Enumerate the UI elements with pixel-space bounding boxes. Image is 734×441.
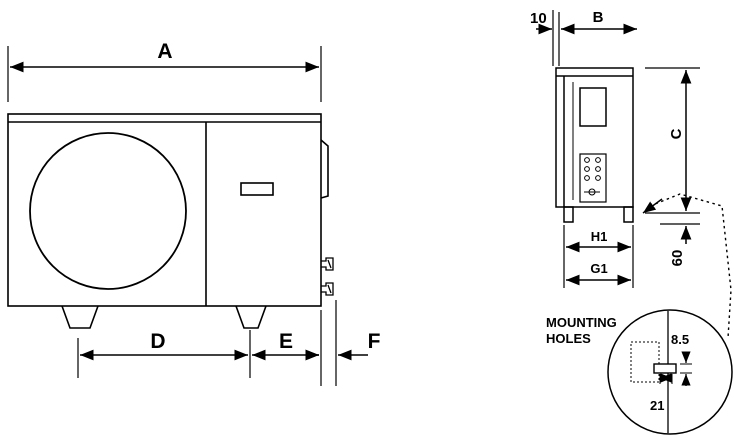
unit-casing bbox=[7, 113, 322, 307]
side-panel-window bbox=[579, 87, 607, 127]
side-plate bbox=[320, 139, 329, 199]
side-foot-right bbox=[623, 206, 634, 223]
access-handle bbox=[240, 182, 274, 196]
detail-circle bbox=[607, 309, 733, 435]
service-valves bbox=[321, 257, 334, 296]
valve-block bbox=[579, 153, 607, 203]
dim-60-label: 60 bbox=[669, 250, 686, 267]
dim-21-label: 21 bbox=[650, 398, 664, 413]
dim-8-5-label: 8.5 bbox=[671, 332, 689, 347]
dim-d-label: D bbox=[150, 330, 165, 353]
detail-leader bbox=[649, 193, 732, 339]
mounting-slot bbox=[653, 363, 677, 374]
dim-a-label: A bbox=[157, 40, 172, 63]
dim-h1-label: H1 bbox=[591, 229, 608, 244]
dim-f-label: F bbox=[368, 330, 381, 353]
dim-e-label: E bbox=[279, 330, 293, 353]
side-view bbox=[552, 10, 700, 288]
left-foot bbox=[61, 305, 99, 329]
dim-g1-label: G1 bbox=[590, 261, 607, 276]
detail-foot-outline bbox=[630, 341, 660, 383]
dim-b-label: B bbox=[593, 9, 604, 26]
fan-grille bbox=[29, 132, 187, 290]
front-view bbox=[7, 46, 337, 386]
side-casing bbox=[555, 67, 634, 208]
dim-10-label: 10 bbox=[530, 10, 547, 27]
side-foot-left bbox=[563, 206, 574, 223]
mounting-caption-line2: HOLES bbox=[546, 331, 591, 346]
mounting-caption-line1: MOUNTING bbox=[546, 315, 617, 330]
right-foot bbox=[235, 305, 267, 329]
mounting-holes-detail: MOUNTING HOLES 8.5 21 bbox=[546, 309, 733, 435]
dim-c-label: C bbox=[668, 128, 685, 139]
